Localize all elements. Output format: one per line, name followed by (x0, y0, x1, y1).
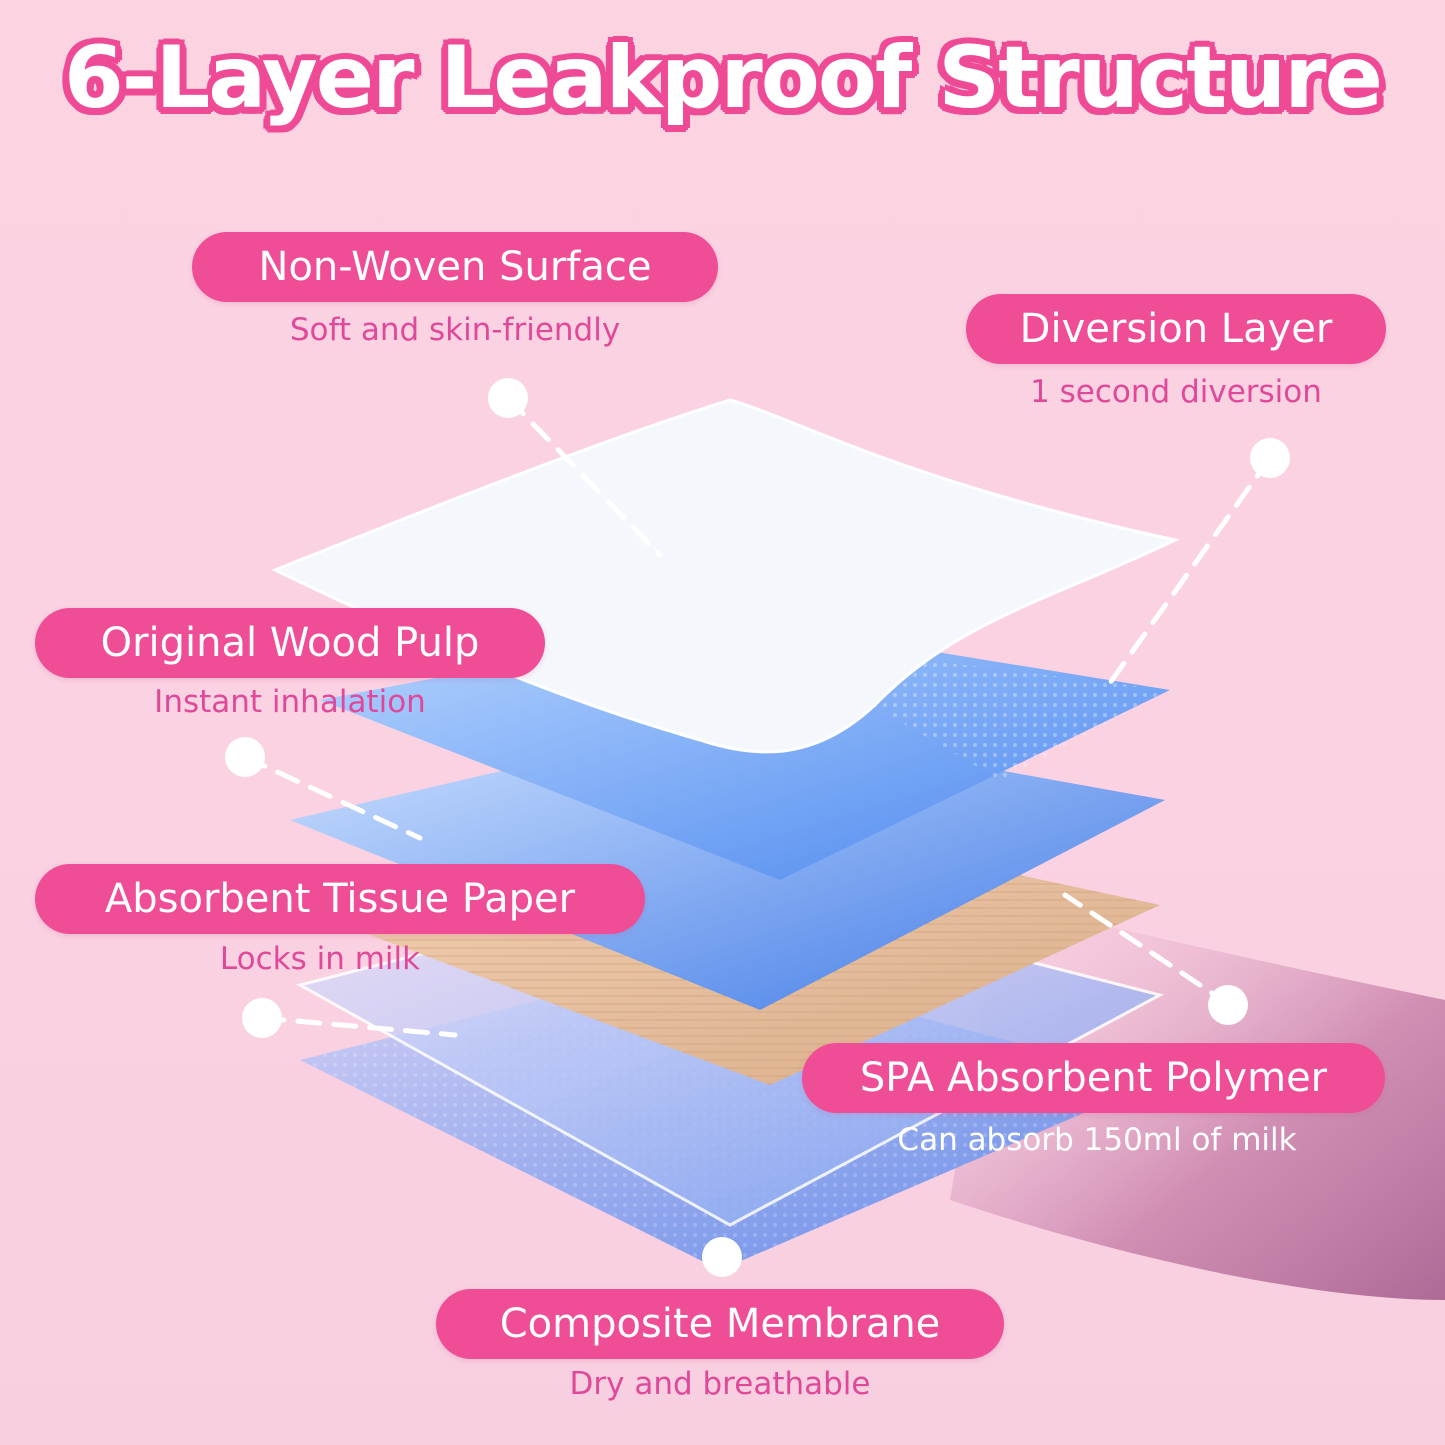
callout-dot-spa-polymer (1208, 985, 1248, 1025)
callout-dot-wood-pulp (225, 737, 265, 777)
desc-original-wood-pulp: Instant inhalation (154, 684, 426, 720)
label-diversion-layer: Diversion Layer (966, 294, 1386, 364)
desc-diversion-layer: 1 second diversion (1030, 374, 1322, 410)
callout-dot-diversion (1250, 438, 1290, 478)
label-composite-membrane: Composite Membrane (436, 1289, 1004, 1359)
callout-dot-non-woven (488, 378, 528, 418)
desc-composite-membrane: Dry and breathable (569, 1366, 871, 1402)
desc-spa-absorbent-polymer: Can absorb 150ml of milk (897, 1122, 1297, 1158)
callout-dot-composite (702, 1237, 742, 1277)
label-absorbent-tissue-paper: Absorbent Tissue Paper (35, 864, 645, 934)
page-title: 6-Layer Leakproof Structure (63, 28, 1383, 128)
label-spa-absorbent-polymer: SPA Absorbent Polymer (802, 1043, 1385, 1113)
label-original-wood-pulp: Original Wood Pulp (35, 608, 545, 678)
desc-non-woven-surface: Soft and skin-friendly (289, 312, 621, 348)
callout-dot-tissue-paper (242, 998, 282, 1038)
desc-absorbent-tissue-paper: Locks in milk (219, 941, 421, 977)
label-non-woven-surface: Non-Woven Surface (192, 232, 718, 302)
